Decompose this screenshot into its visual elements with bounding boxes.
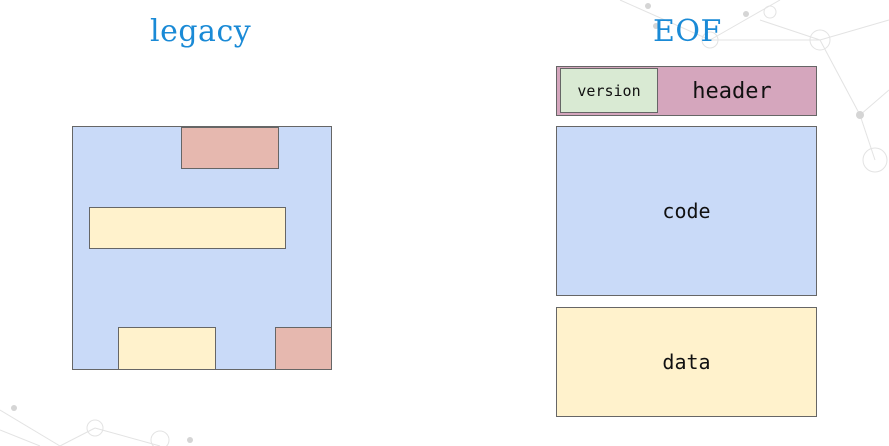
eof-data-section: data [556,307,817,417]
legacy-fragment-bottom-right [275,327,332,370]
legacy-header-fragment [181,127,279,169]
eof-header-label: header [692,78,772,104]
eof-version-field: version [560,68,658,113]
legacy-data-fragment-bottom [118,327,216,370]
eof-code-section: code [556,126,817,296]
legacy-bytecode-block [72,126,332,370]
eof-header-section: version header [556,66,817,116]
legacy-data-fragment-wide [89,207,286,249]
legacy-title: legacy [150,14,252,49]
eof-title: EOF [653,14,722,49]
